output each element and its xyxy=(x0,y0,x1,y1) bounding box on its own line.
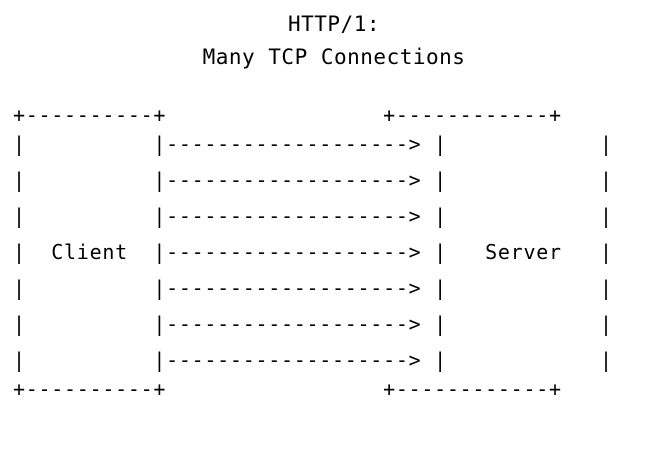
tcp-connection-row-1: | |-------------------> | | xyxy=(13,132,613,156)
title-line-protocol: HTTP/1: xyxy=(287,12,380,36)
boxes-bottom-border-row: +----------+ +------------+ xyxy=(13,377,562,401)
boxes-top-border-row: +----------+ +------------+ xyxy=(13,103,562,127)
tcp-connection-row-2: | |-------------------> | | xyxy=(13,168,613,192)
tcp-connection-row-6: | |-------------------> | | xyxy=(13,312,613,336)
diagram-title: HTTP/1: Many TCP Connections xyxy=(0,8,668,74)
tcp-connection-row-7: | |-------------------> | | xyxy=(13,348,613,372)
tcp-connection-row-4-with-labels: | Client |-------------------> | Server … xyxy=(13,240,613,264)
tcp-connection-row-5: | |-------------------> | | xyxy=(13,276,613,300)
tcp-connection-row-3: | |-------------------> | | xyxy=(13,204,613,228)
ascii-art-canvas: +----------+ +------------+ | |---------… xyxy=(13,104,663,400)
title-line-subtitle: Many TCP Connections xyxy=(202,45,466,69)
